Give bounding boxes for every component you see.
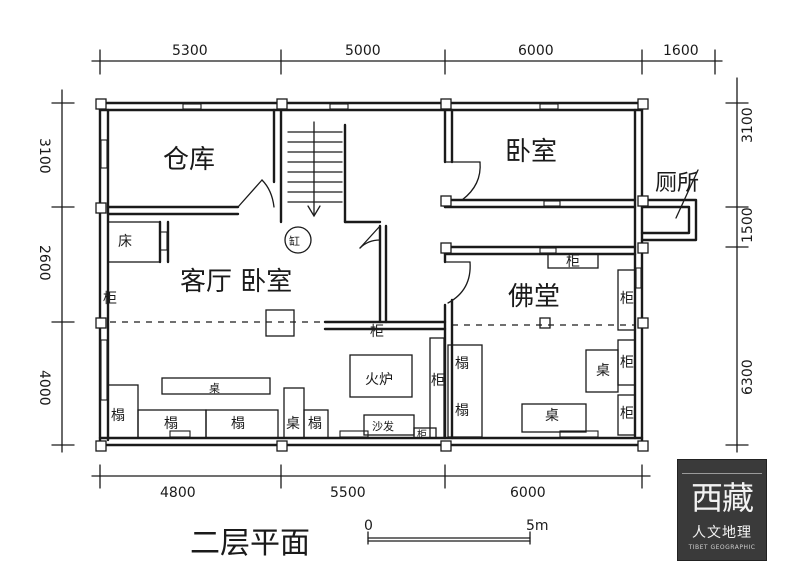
- room-label-toilet: 厕所: [655, 171, 699, 196]
- dim-bottom-3: 6000: [510, 485, 546, 501]
- furniture-label-table-3: 桌: [545, 408, 559, 424]
- furniture-label-jar: 缸: [289, 234, 300, 248]
- dim-right-3: 6300: [740, 359, 756, 395]
- furniture-label-cabinet-6: 柜: [620, 291, 634, 307]
- columns: [95, 98, 649, 452]
- furniture-label-cabinet-1: 柜: [103, 291, 117, 307]
- dim-left-3: 4000: [36, 370, 52, 406]
- bottom-dimension-line: [91, 464, 651, 489]
- top-dimension-line: [91, 49, 723, 75]
- staircase: [287, 121, 343, 218]
- dim-bottom-2: 5500: [330, 485, 366, 501]
- toilet-annex: [640, 198, 698, 242]
- furniture-label-cabinet-8: 柜: [620, 406, 634, 422]
- furniture-label-bench-1: 榻: [111, 408, 125, 424]
- logo-main-text: 西藏: [690, 479, 754, 517]
- dim-right-2: 1500: [740, 207, 756, 243]
- furniture-label-table-2: 桌: [286, 416, 300, 432]
- furniture-label-stove: 火炉: [365, 372, 393, 388]
- furniture-label-bench-3: 榻: [231, 416, 245, 432]
- dim-top-3: 6000: [518, 43, 554, 59]
- inner-walls: [106, 108, 637, 440]
- left-dimension-line: [51, 89, 75, 453]
- tibet-geographic-logo: 西藏 人文地理 TIBET GEOGRAPHIC: [677, 459, 767, 561]
- furniture-label-cabinet-2: 柜: [370, 324, 384, 340]
- furniture-label-cabinet-4: 柜: [431, 373, 445, 389]
- furniture-label-bench-4: 榻: [308, 416, 322, 432]
- plan-title: 二层平面: [190, 526, 310, 561]
- scale-bar-end: 5m: [526, 518, 549, 534]
- logo-sub-text: 人文地理: [692, 525, 752, 541]
- furniture-label-table-1: 桌: [209, 382, 220, 395]
- dim-top-4: 1600: [663, 43, 699, 59]
- furniture-label-cabinet-5: 柜: [566, 254, 580, 270]
- furniture-outlines: [107, 221, 636, 439]
- dim-top-2: 5000: [345, 43, 381, 59]
- scale-bar: [367, 531, 531, 545]
- dim-left-1: 3100: [36, 138, 52, 174]
- furniture-label-cabinet-3: 柜: [417, 428, 427, 441]
- dim-top-1: 5300: [172, 43, 208, 59]
- dim-left-2: 2600: [36, 245, 52, 281]
- room-label-storage: 仓库: [163, 145, 215, 175]
- furniture-label-bed: 床: [118, 234, 132, 250]
- room-label-living-bedroom: 客厅 卧室: [180, 267, 292, 297]
- furniture-label-bench-5: 榻: [455, 356, 469, 372]
- right-dimension-line: [725, 77, 749, 453]
- dim-right-1: 3100: [740, 107, 756, 143]
- furniture-label-bench-6: 榻: [455, 403, 469, 419]
- room-label-shrine-hall: 佛堂: [508, 282, 560, 312]
- scale-bar-start: 0: [364, 518, 373, 534]
- dim-bottom-1: 4800: [160, 485, 196, 501]
- logo-ornament: [682, 463, 762, 474]
- furniture-label-table-4: 桌: [596, 363, 610, 379]
- furniture-label-bench-2: 榻: [164, 416, 178, 432]
- furniture-label-sofa: 沙发: [372, 419, 394, 433]
- furniture-label-cabinet-7: 柜: [620, 355, 634, 371]
- doors: [237, 161, 699, 304]
- room-label-bedroom: 卧室: [505, 137, 557, 167]
- logo-english-text: TIBET GEOGRAPHIC: [688, 544, 756, 551]
- windows: [100, 103, 642, 438]
